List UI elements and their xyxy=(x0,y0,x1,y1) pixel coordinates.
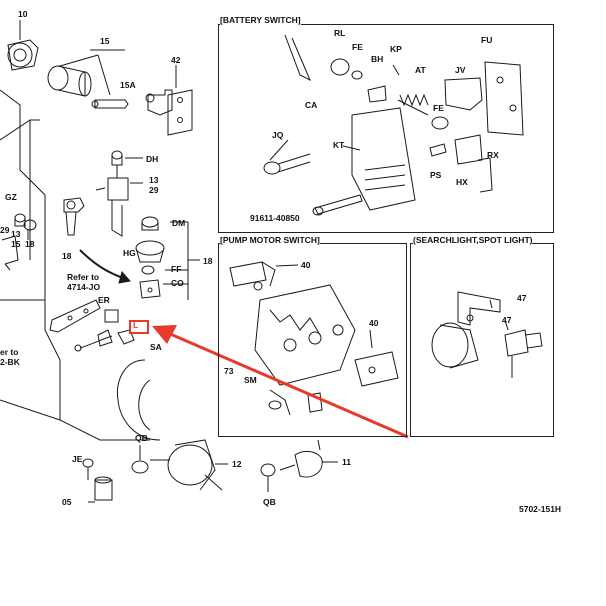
label-18b: 18 xyxy=(62,251,72,261)
ignition-lock-15 xyxy=(47,49,129,109)
label-rl: RL xyxy=(334,28,346,38)
label-bh: BH xyxy=(371,54,384,64)
label-er: ER xyxy=(98,295,110,305)
searchlight-panel xyxy=(410,243,554,437)
battery-switch-parts xyxy=(263,34,524,216)
label-er-to: er to xyxy=(0,347,19,357)
label-jv: JV xyxy=(455,65,466,75)
searchlight-parts xyxy=(431,291,543,378)
label-15: 15 xyxy=(100,36,110,46)
label-18c: 18 xyxy=(203,256,213,266)
label-pm-40b: 40 xyxy=(369,318,379,328)
label-hx: HX xyxy=(456,177,468,187)
label-rx: RX xyxy=(487,150,499,160)
label-part-no: 91611-40850 xyxy=(250,213,300,223)
label-fe2: FE xyxy=(433,103,444,113)
left-small-parts xyxy=(1,213,37,271)
label-pm-40a: 40 xyxy=(301,260,311,270)
label-42: 42 xyxy=(171,55,181,65)
sensor-11 xyxy=(260,439,338,492)
pump-motor-switch-panel xyxy=(218,243,407,437)
label-12: 12 xyxy=(232,459,242,469)
label-18a: 18 xyxy=(25,239,35,249)
label-sm: SM xyxy=(244,375,257,385)
label-sl-47a: 47 xyxy=(517,293,527,303)
label-ps: PS xyxy=(430,170,442,180)
searchlight-title: (SEARCHLIGHT,SPOT LIGHT) xyxy=(413,235,533,245)
switch-18 xyxy=(63,197,85,236)
label-29b: 29 xyxy=(0,225,10,235)
micro-switch-stack-18 xyxy=(135,216,200,300)
label-ff: FF xyxy=(171,264,182,274)
relay-05 xyxy=(82,458,113,503)
switch-assembly-13 xyxy=(95,150,143,237)
label-13a: 13 xyxy=(149,175,159,185)
label-fe1: FE xyxy=(352,42,363,52)
label-2bk: 2-BK xyxy=(0,357,20,367)
label-15a: 15A xyxy=(120,80,136,90)
label-qb2: QB xyxy=(263,497,276,507)
label-13b: 13 xyxy=(11,229,21,239)
forklift-body-outline xyxy=(0,89,161,441)
label-je: JE xyxy=(72,454,83,464)
label-sl-47b: 47 xyxy=(502,315,512,325)
battery-switch-title: [BATTERY SWITCH] xyxy=(220,15,301,25)
horn-12 xyxy=(131,439,228,491)
label-gz: GZ xyxy=(5,192,17,202)
label-sa: SA xyxy=(150,342,162,352)
label-dh: DH xyxy=(146,154,159,164)
label-dm: DM xyxy=(172,218,186,228)
highlight-box xyxy=(129,320,149,334)
label-05: 05 xyxy=(62,497,72,507)
drawing-number: 5702-151H xyxy=(519,504,562,514)
label-jq: JQ xyxy=(272,130,284,140)
bracket-er xyxy=(49,299,135,352)
label-29a: 29 xyxy=(149,185,159,195)
label-qb1: QB xyxy=(135,433,148,443)
label-11: 11 xyxy=(342,457,351,467)
pump-motor-switch-title: [PUMP MOTOR SWITCH] xyxy=(220,235,320,245)
key-switch-10 xyxy=(7,20,39,71)
label-at: AT xyxy=(415,65,426,75)
label-10: 10 xyxy=(18,9,28,19)
bracket-42 xyxy=(145,65,193,136)
label-kt: KT xyxy=(333,140,345,150)
label-hg: HG xyxy=(123,248,136,258)
label-fu: FU xyxy=(481,35,493,45)
battery-switch-panel xyxy=(218,24,554,233)
label-pm-73: 73 xyxy=(224,366,234,376)
label-15b: 15 xyxy=(11,239,21,249)
pump-motor-switch-parts xyxy=(229,261,399,416)
label-kp: KP xyxy=(390,44,402,54)
red-annotation-arrow xyxy=(152,325,409,439)
label-ca: CA xyxy=(305,100,318,110)
label-l: L xyxy=(133,320,139,330)
label-refer-num: 4714-JO xyxy=(67,282,101,292)
label-co: CO xyxy=(171,278,184,288)
label-refer-to: Refer to xyxy=(67,272,100,282)
